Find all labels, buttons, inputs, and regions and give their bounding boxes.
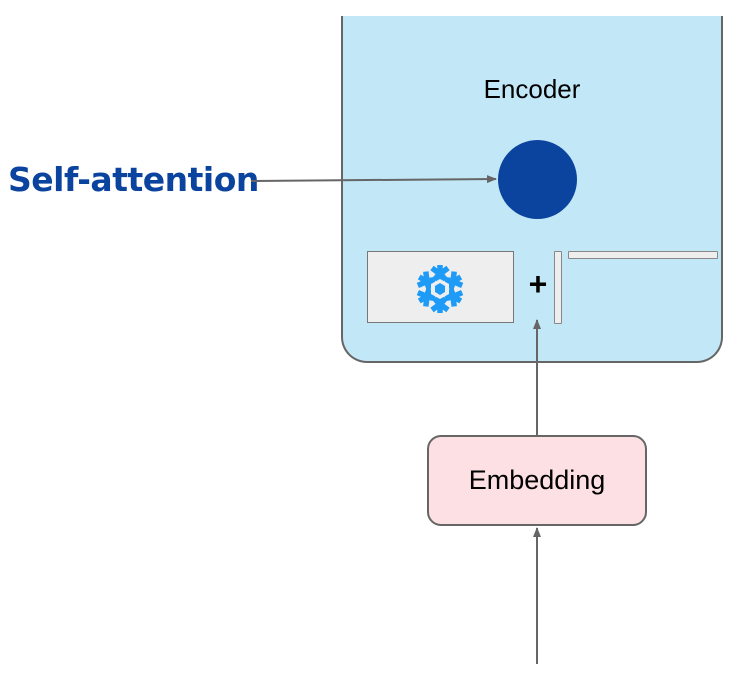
snowflake-icon	[413, 265, 467, 316]
self-attention-node	[498, 140, 577, 219]
self-attention-label: Self-attention	[8, 160, 259, 199]
encoder-label: Encoder	[483, 74, 581, 104]
plus-operator: +	[528, 266, 548, 302]
positional-vector-vertical	[554, 251, 562, 324]
embedding-label: Embedding	[468, 465, 606, 495]
positional-vector-horizontal	[568, 251, 718, 259]
embedding-block: Embedding	[427, 435, 647, 526]
